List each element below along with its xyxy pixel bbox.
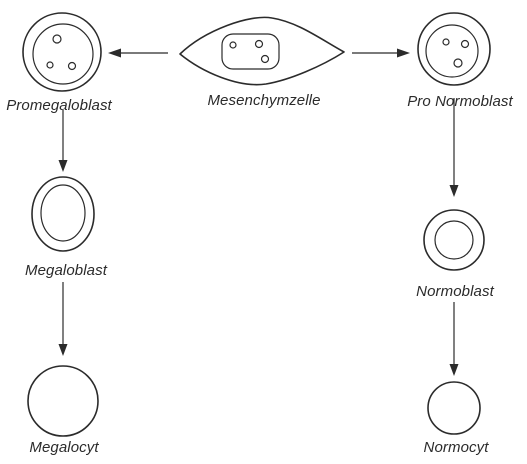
promegaloblast-nucleolus <box>52 34 62 44</box>
megalocyte-cell <box>27 365 99 437</box>
mesenchymal-cell-nucleolus <box>254 39 264 49</box>
megaloblast-cell <box>31 176 95 252</box>
mesenchymal-cell-nucleolus <box>229 41 237 49</box>
pronormoblast-nucleus <box>425 24 479 78</box>
mesenchymal-cell-nucleus <box>221 33 280 70</box>
normocyte-label: Normocyt <box>423 439 489 456</box>
promegaloblast-nucleus <box>32 23 94 85</box>
pronormoblast-label: Pro Normoblast <box>407 93 513 110</box>
normoblast-membrane <box>423 209 485 271</box>
arrow-normoblast-to-normocyte <box>449 302 459 376</box>
mesenchymal-cell-membrane <box>179 16 345 86</box>
pronormoblast-membrane <box>417 12 491 86</box>
promegaloblast-cell <box>22 12 102 92</box>
megaloblast-membrane <box>31 176 95 252</box>
promegaloblast-label: Promegaloblast <box>6 97 112 114</box>
promegaloblast-membrane <box>22 12 102 92</box>
normoblast-cell <box>423 209 485 271</box>
promegaloblast-nucleolus <box>67 61 77 71</box>
megalocyte-label: Megalocyt <box>29 439 99 456</box>
normocyte-cell <box>427 381 481 435</box>
megaloblast-label: Megaloblast <box>25 262 107 279</box>
normoblast-nucleus <box>434 220 474 260</box>
arrow-mesenchymal-to-pronormoblast <box>352 48 410 58</box>
arrow-mesenchymal-to-promegaloblast <box>108 48 168 58</box>
arrow-promegaloblast-to-megaloblast <box>58 110 68 172</box>
pronormoblast-nucleolus <box>453 58 463 68</box>
mesenchymal-cell <box>179 16 345 86</box>
normoblast-label: Normoblast <box>416 283 494 300</box>
megaloblast-nucleus <box>40 184 86 242</box>
pronormoblast-cell <box>417 12 491 86</box>
mesenchymal-cell-nucleolus <box>260 54 270 64</box>
arrow-pronormoblast-to-normoblast <box>449 98 459 197</box>
promegaloblast-nucleolus <box>46 61 54 69</box>
arrow-megaloblast-to-megalocyte <box>58 282 68 356</box>
pronormoblast-nucleolus <box>460 39 470 49</box>
mesenchymal-cell-label: Mesenchymzelle <box>207 92 321 109</box>
pronormoblast-nucleolus <box>442 38 450 46</box>
